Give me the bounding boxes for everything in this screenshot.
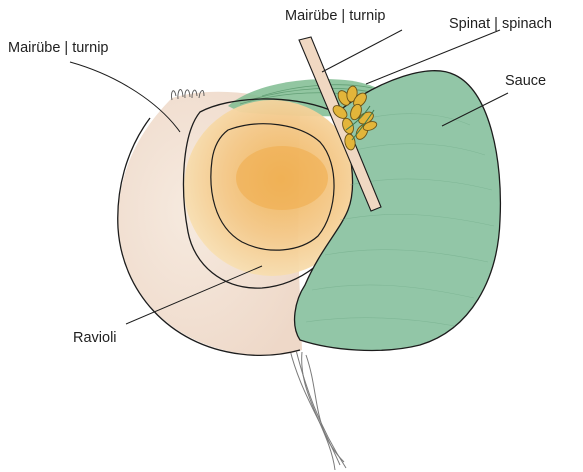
label-turnip-top: Mairübe | turnip bbox=[285, 8, 385, 24]
leader-turnip-top bbox=[322, 30, 402, 72]
label-turnip-left: Mairübe | turnip bbox=[8, 40, 108, 56]
turnip-root bbox=[290, 350, 346, 470]
label-sauce: Sauce bbox=[505, 73, 546, 89]
label-spinach: Spinat | spinach bbox=[449, 16, 552, 32]
label-ravioli: Ravioli bbox=[73, 330, 117, 346]
